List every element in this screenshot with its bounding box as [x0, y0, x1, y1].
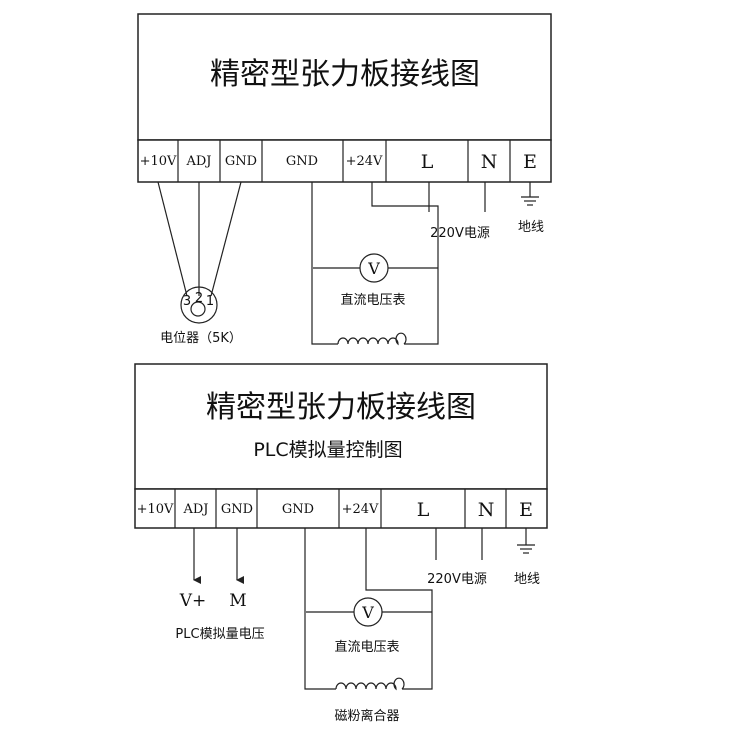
diagram-2-title: 精密型张力板接线图: [206, 390, 476, 425]
ground-label-2: 地线: [514, 572, 540, 587]
ground-symbol-2: [517, 528, 535, 554]
terminal-e-label: E: [523, 151, 537, 173]
diagram-2: 精密型张力板接线图 PLC模拟量控制图 +10V ADJ GND GND +24…: [134, 363, 548, 724]
terminal-gnd-label-2: GND: [221, 502, 253, 517]
voltmeter-symbol-1: V: [359, 253, 389, 283]
pot-pin-3: 3: [183, 294, 191, 309]
terminal-n-label: N: [481, 151, 498, 173]
coil-symbol-1: [337, 332, 407, 346]
terminal-10v-label-2: +10V: [137, 502, 174, 517]
terminal-adj-label-2: ADJ: [182, 502, 208, 517]
potentiometer-symbol: 3 2 1: [180, 286, 218, 324]
terminal-gnd2-label: GND: [286, 154, 318, 169]
terminal-gnd-label: GND: [225, 154, 257, 169]
power-label-2: 220V电源: [427, 572, 487, 587]
terminal-10v-label: +10V: [140, 154, 177, 169]
voltmeter-circuit-1: [311, 182, 439, 346]
terminal-24v-label: +24V: [346, 154, 383, 169]
potentiometer-wiring-1: [157, 181, 242, 297]
plc-voltage-label: PLC模拟量电压: [175, 627, 264, 642]
ground-label-1: 地线: [518, 220, 544, 235]
ground-symbol-1: [521, 182, 539, 206]
diagram-2-subtitle: PLC模拟量控制图: [253, 439, 402, 461]
voltmeter-symbol-2: V: [353, 597, 383, 627]
voltmeter-symbol-text-1: V: [367, 259, 380, 278]
plc-vplus-label: V+: [179, 591, 207, 611]
pot-pin-2: 2: [195, 291, 203, 306]
diagram-1-title: 精密型张力板接线图: [210, 57, 480, 92]
terminal-24v-label-2: +24V: [342, 502, 379, 517]
voltmeter-symbol-text-2: V: [361, 603, 374, 622]
terminal-l-label: L: [421, 151, 434, 173]
terminal-strip-1: +10V ADJ GND GND +24V L N E: [137, 139, 552, 183]
terminal-adj-label: ADJ: [185, 154, 211, 169]
potentiometer-label: 电位器（5K）: [160, 331, 242, 346]
power-label-1: 220V电源: [430, 226, 490, 241]
diagram-1: 精密型张力板接线图 +10V ADJ GND GND +24V L N E: [137, 13, 552, 346]
plc-m-label: M: [229, 591, 246, 611]
coil-symbol-2: [335, 677, 405, 691]
voltmeter-label-1: 直流电压表: [340, 293, 405, 308]
controller-board-2: [134, 363, 548, 490]
clutch-label: 磁粉离合器: [334, 708, 399, 724]
terminal-gnd2-label-2: GND: [282, 502, 314, 517]
pot-pin-1: 1: [206, 294, 214, 309]
terminal-e-label-2: E: [519, 499, 533, 521]
voltmeter-label-2: 直流电压表: [334, 640, 399, 655]
controller-board-1: [137, 13, 552, 141]
voltmeter-circuit-2: [304, 528, 433, 691]
terminal-l-label-2: L: [417, 499, 430, 521]
terminal-strip-2: +10V ADJ GND GND +24V L N E: [134, 488, 548, 529]
terminal-n-label-2: N: [478, 499, 495, 521]
